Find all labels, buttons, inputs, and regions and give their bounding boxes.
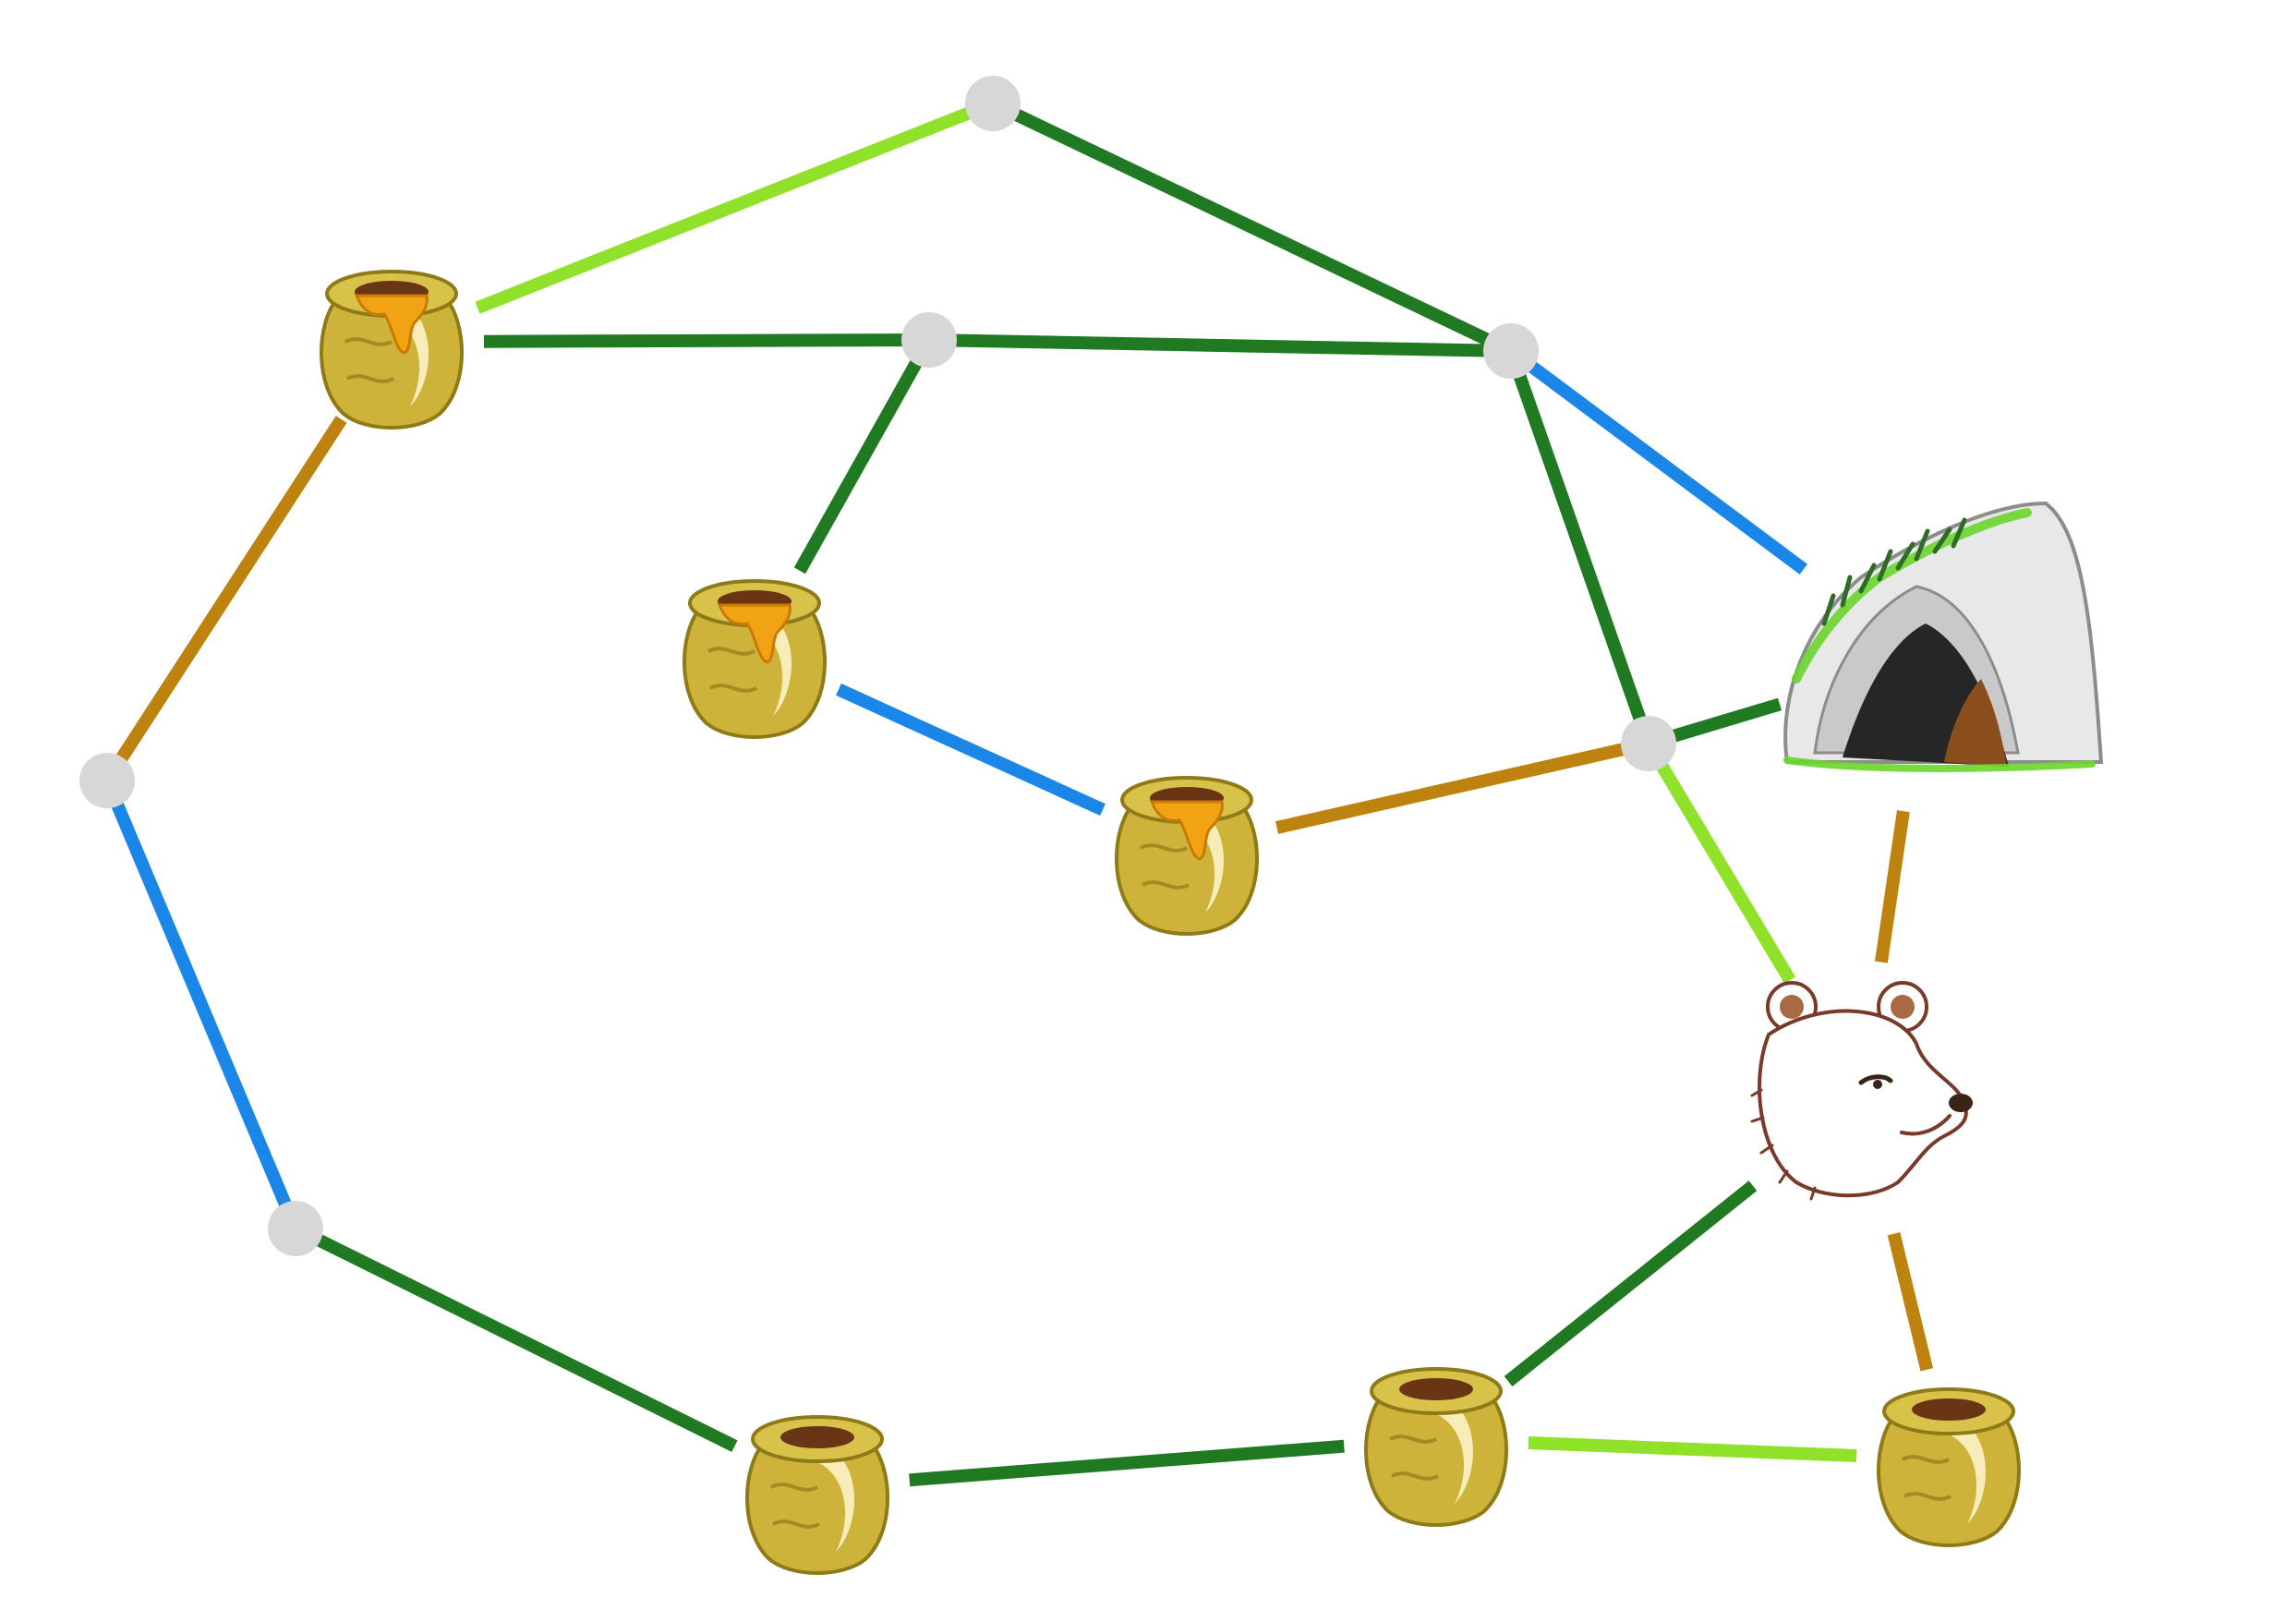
pot-opening [1912,1398,1986,1421]
bear-ear-left-inner [1780,995,1804,1019]
bear-eye [1858,1074,1893,1085]
pot-opening [780,1426,854,1448]
cave-moss-bottom [1783,757,2096,772]
honey-pot-full-pot_top_left[interactable] [320,270,464,430]
pot-swirl [1140,843,1190,890]
path-pot_center_right-j_right_mid[interactable] [1275,737,1650,834]
pot-highlight [747,622,792,716]
path-pot_bottom_left-pot_bottom_mid[interactable] [909,1439,1345,1487]
path-pot_top_left-j_mid_top[interactable] [483,333,930,348]
bear-cave[interactable] [1783,501,2104,772]
pot-body [320,296,464,430]
junction-j_right_top[interactable] [1483,323,1539,379]
path-bear-pot_bottom_right[interactable] [1887,1232,1934,1372]
path-j_mid_top-j_right_top[interactable] [928,333,1512,357]
junction-j_mid_top[interactable] [901,312,957,368]
pot-highlight [384,312,429,406]
junction-j_left[interactable] [79,753,135,808]
path-j_right_top-j_right_mid[interactable] [1504,348,1655,746]
honey-drip [1149,800,1224,861]
path-j_right_mid-bear[interactable] [1642,740,1796,984]
cave-inner-glow [1944,679,2007,767]
pot-swirl [344,337,394,383]
junction-dot [1483,323,1539,379]
junction-dot [79,753,135,808]
junction-dot [268,1201,323,1256]
junction-dot [901,312,957,368]
pot-body [1364,1393,1508,1527]
path-j_top-j_right_top[interactable] [989,97,1515,357]
pot-body [1877,1413,2021,1547]
path-pot_center-pot_center_right[interactable] [836,684,1106,816]
path-cave-bear[interactable] [1874,810,1910,963]
bear-player[interactable] [1750,981,1973,1201]
bear-head [1758,1009,1968,1198]
pot-swirl [1389,1434,1439,1481]
junction-dot [1621,716,1676,771]
path-j_right_top-cave[interactable] [1506,345,1807,575]
paths-layer [101,97,1934,1487]
path-pot_bottom_mid-bear[interactable] [1504,1180,1758,1386]
junction-j_left_bottom[interactable] [268,1201,323,1256]
pot-body [683,605,827,739]
pot-swirl [1902,1455,1952,1501]
honey-drip [354,294,429,355]
pot-highlight [1179,818,1225,913]
bear-nose [1949,1094,1973,1112]
path-pot_bottom_mid-pot_bottom_right[interactable] [1528,1436,1857,1462]
junction-j_top[interactable] [965,76,1021,131]
pot-swirl [707,647,757,693]
honey-pot-full-pot_center[interactable] [683,579,827,739]
pot-highlight [1941,1430,1987,1524]
pot-highlight [1429,1410,1474,1504]
pot-swirl [770,1483,820,1529]
cave-grass [1821,517,1967,626]
pot-body [1115,802,1259,936]
honey-pot-empty-pot_bottom_right[interactable] [1877,1387,2021,1547]
pot-body [745,1441,889,1575]
honey-pot-full-pot_center_right[interactable] [1115,776,1259,936]
path-j_mid_top-pot_center[interactable] [793,336,936,575]
bear-fur-tufts [1750,1088,1817,1201]
path-j_left-j_left_bottom[interactable] [101,778,302,1231]
nodes-layer [79,76,2104,1575]
honey-pot-empty-pot_bottom_mid[interactable] [1364,1367,1508,1527]
pot-highlight [810,1458,855,1552]
path-j_left_bottom-pot_bottom_left[interactable] [292,1222,738,1452]
bear-pupil [1873,1080,1882,1089]
bear-mouth [1900,1114,1952,1136]
junction-dot [965,76,1021,131]
honey-pot-empty-pot_bottom_left[interactable] [745,1415,889,1575]
path-j_top-pot_top_left[interactable] [475,97,996,314]
honey-drip [717,603,792,664]
path-pot_top_left-j_left[interactable] [102,416,347,784]
pot-opening [1399,1378,1473,1400]
junction-j_right_mid[interactable] [1621,716,1676,771]
bear-ear-right-inner [1891,995,1915,1019]
